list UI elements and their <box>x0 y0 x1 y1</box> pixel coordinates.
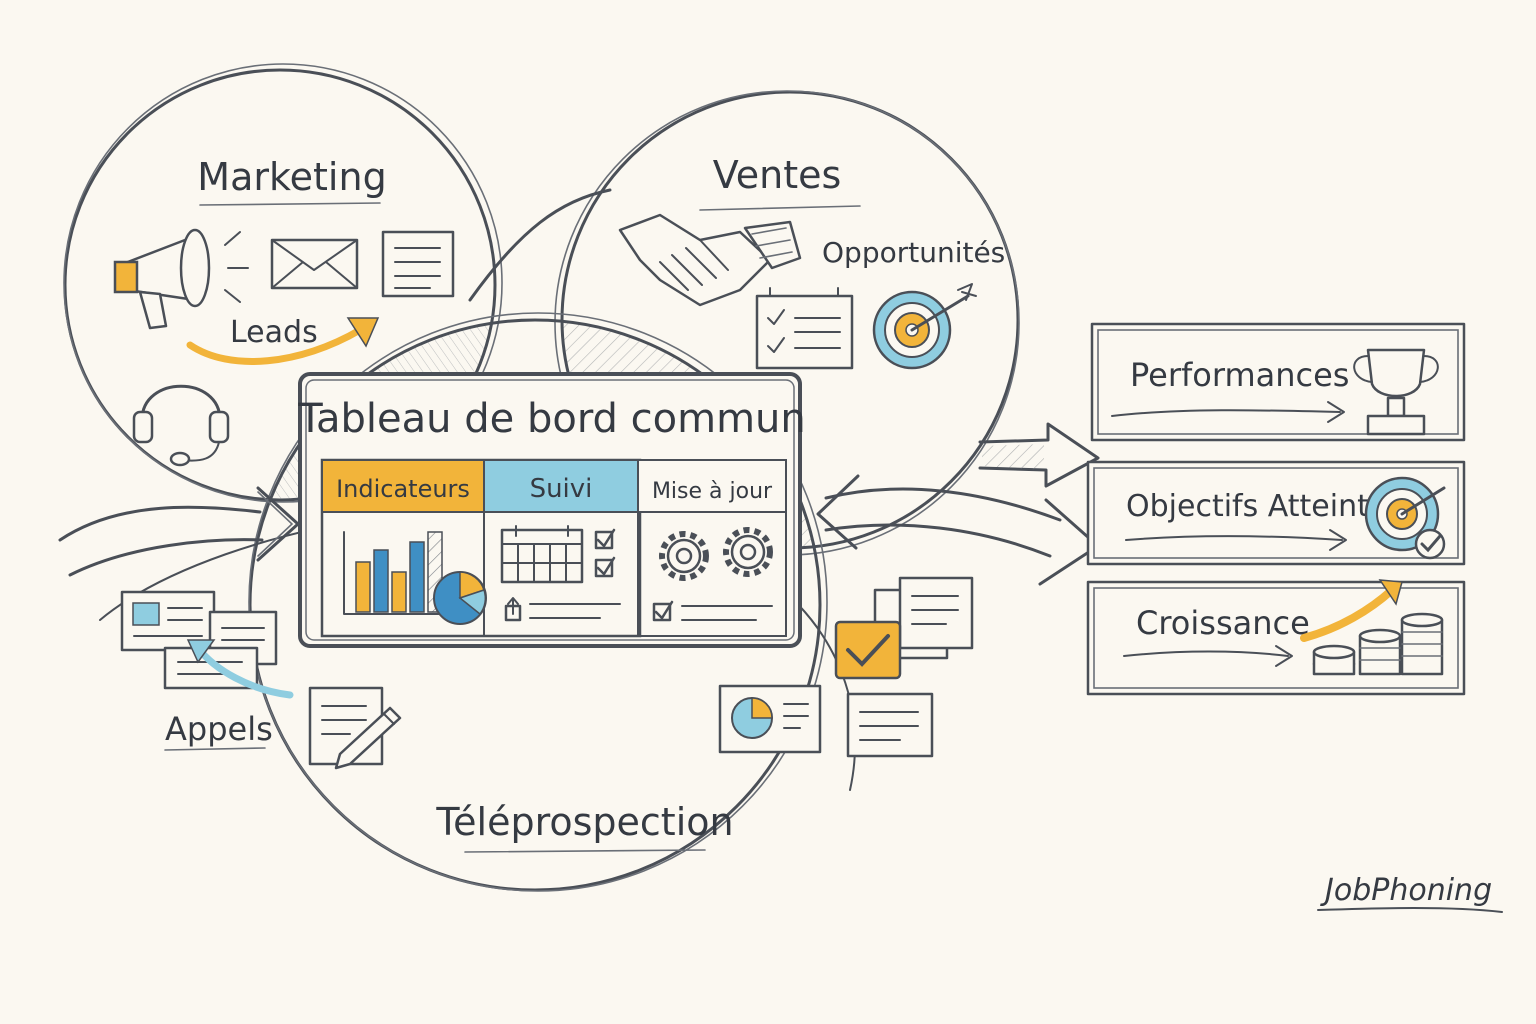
marketing-circle <box>63 68 497 502</box>
envelope-icon <box>270 238 359 290</box>
linked-cards-icon <box>120 590 278 690</box>
bidirectional-arrow-icon <box>816 474 1100 586</box>
teleprospection-title: Téléprospection <box>435 800 733 844</box>
outcome-croissance-label: Croissance <box>1136 604 1310 642</box>
opportunities-label: Opportunités <box>822 236 1005 269</box>
outcome-objectifs: Objectifs Atteints <box>1086 460 1466 566</box>
pie-chart-icon <box>433 571 487 625</box>
handshake-icon <box>618 213 802 307</box>
growth-coins-icon <box>1300 579 1444 676</box>
update-checklist-icon <box>652 600 773 622</box>
tab-mise-a-jour-label: Mise à jour <box>652 479 773 504</box>
target-check-icon <box>1364 476 1446 560</box>
outcome-performances-label: Performances <box>1130 356 1349 394</box>
leads-arrow-icon <box>186 317 380 365</box>
check-list-icon <box>594 528 616 578</box>
folder-check-icon <box>834 576 974 680</box>
outcome-croissance: Croissance <box>1086 579 1466 696</box>
call-arrow-icon <box>186 639 294 699</box>
report-pie-icon <box>718 684 822 754</box>
outcome-objectifs-label: Objectifs Atteints <box>1126 489 1385 524</box>
tab-suivi-label: Suivi <box>530 474 593 504</box>
document-icon <box>381 230 455 298</box>
ventes-title: Ventes <box>713 153 842 197</box>
gears-icon <box>659 527 773 581</box>
calendar-icon <box>500 525 584 584</box>
document-lines-icon <box>846 692 934 758</box>
leads-label: Leads <box>230 315 318 350</box>
headset-icon <box>132 384 230 467</box>
notepad-pencil-icon <box>308 686 402 770</box>
calls-label: Appels <box>165 710 273 748</box>
dashboard-panel: Tableau de bord commun Indicateurs Suivi… <box>297 372 806 648</box>
tab-suivi[interactable]: Suivi <box>485 461 637 511</box>
brand-logo: JobPhoning <box>1320 873 1492 908</box>
bar-chart-icon <box>343 531 443 615</box>
tab-indicateurs[interactable]: Indicateurs <box>323 461 483 511</box>
trophy-icon <box>1353 348 1439 436</box>
teleprospection-circle <box>248 318 822 892</box>
outcome-performances: Performances <box>1090 322 1466 442</box>
megaphone-icon <box>113 228 249 330</box>
outflow-arrow-icon <box>978 422 1100 488</box>
checklist-icon <box>755 287 854 370</box>
marketing-title: Marketing <box>197 155 386 199</box>
progress-lines-icon <box>504 597 621 622</box>
target-icon <box>872 283 977 370</box>
tab-indicateurs-label: Indicateurs <box>336 475 470 503</box>
tab-mise-a-jour[interactable]: Mise à jour <box>639 461 785 511</box>
dashboard-title: Tableau de bord commun <box>297 396 806 442</box>
